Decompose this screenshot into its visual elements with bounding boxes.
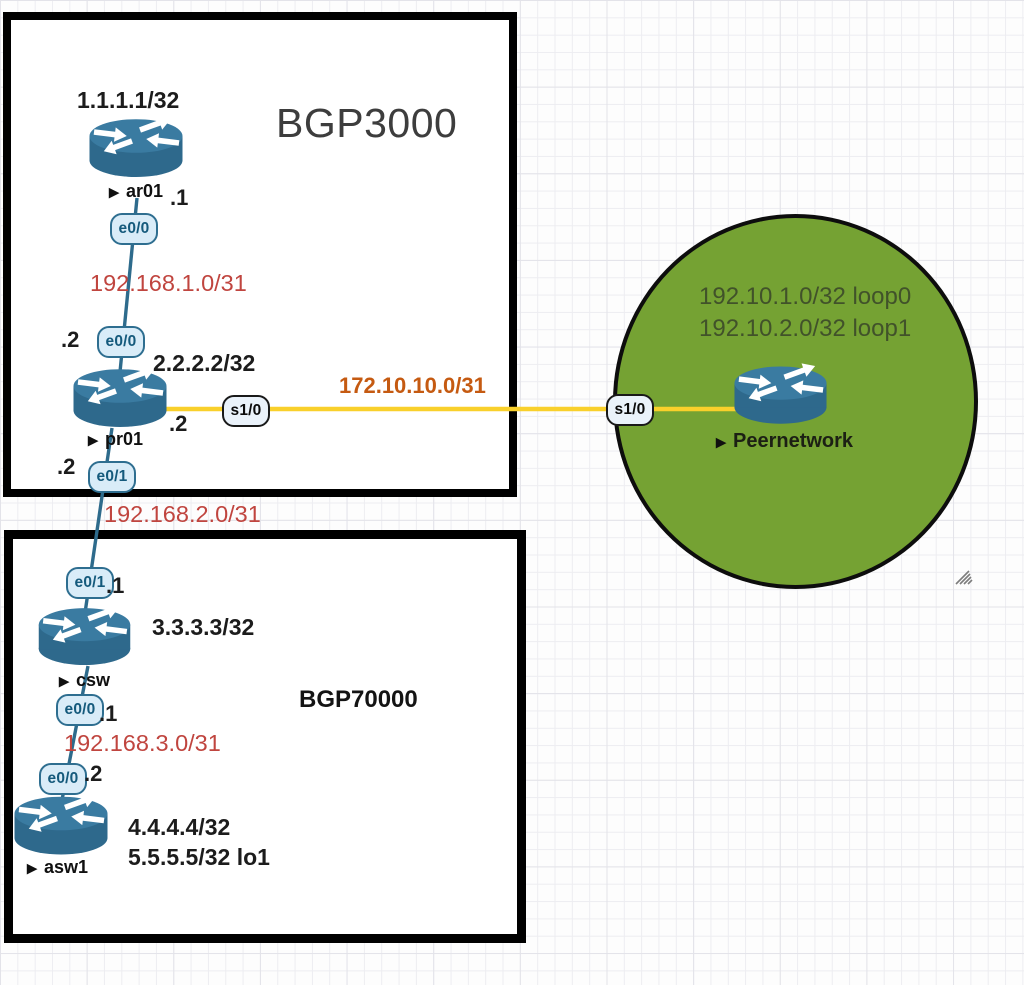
as-title-bgp70000[interactable]: BGP70000 xyxy=(299,686,418,713)
subnet-label-192-168-2[interactable]: 192.168.2.0/31 xyxy=(104,501,261,527)
loopback-label-asw1-lo0[interactable]: 4.4.4.4/32 xyxy=(128,814,231,840)
device-marker-icon: ▶ xyxy=(88,432,98,448)
device-name: asw1 xyxy=(44,857,89,877)
subnet-label-172-10-10[interactable]: 172.10.10.0/31 xyxy=(339,373,486,398)
device-label-csw[interactable]: ▶ csw xyxy=(59,671,110,690)
loopback-label-asw1-lo1[interactable]: 5.5.5.5/32 lo1 xyxy=(128,844,270,870)
peer-loopback1-label[interactable]: 192.10.2.0/32 loop1 xyxy=(699,315,912,342)
interface-badge-ar01-e0-0[interactable]: e0/0 xyxy=(110,213,158,245)
router-asw1-icon[interactable] xyxy=(13,793,109,856)
resize-handle-icon[interactable] xyxy=(953,568,975,588)
device-label-pr01[interactable]: ▶ pr01 xyxy=(88,430,143,449)
interface-badge-pr01-s1-0[interactable]: s1/0 xyxy=(222,395,270,427)
interface-badge-pr01-e0-1[interactable]: e0/1 xyxy=(88,461,136,493)
addr-csw-e0-1[interactable]: .1 xyxy=(106,573,125,598)
subnet-label-192-168-3[interactable]: 192.168.3.0/31 xyxy=(64,730,221,756)
loopback-label-ar01[interactable]: 1.1.1.1/32 xyxy=(77,87,180,113)
addr-pr01-e0-0[interactable]: .2 xyxy=(61,327,80,352)
addr-pr01-s1-0[interactable]: .2 xyxy=(169,411,188,436)
device-name: ar01 xyxy=(126,181,164,201)
as-title-bgp3000[interactable]: BGP3000 xyxy=(276,100,458,146)
loopback-label-pr01[interactable]: 2.2.2.2/32 xyxy=(153,350,256,376)
device-label-ar01[interactable]: ▶ ar01 xyxy=(109,182,163,201)
interface-badge-csw-e0-0[interactable]: e0/0 xyxy=(56,694,104,726)
interface-badge-pr01-e0-0[interactable]: e0/0 xyxy=(97,326,145,358)
router-csw-icon[interactable] xyxy=(37,605,132,666)
device-name: Peernetwork xyxy=(733,430,854,452)
router-ar01-icon[interactable] xyxy=(88,116,184,178)
addr-asw1-e0-0[interactable]: .2 xyxy=(84,761,103,786)
device-label-peernetwork[interactable]: ▶ Peernetwork xyxy=(716,431,853,452)
addr-csw-e0-0[interactable]: .1 xyxy=(99,701,118,726)
interface-badge-peernetwork-s1-0[interactable]: s1/0 xyxy=(606,394,654,426)
peer-loopback0-label[interactable]: 192.10.1.0/32 loop0 xyxy=(699,283,912,310)
interface-badge-asw1-e0-0[interactable]: e0/0 xyxy=(39,763,87,795)
device-marker-icon: ▶ xyxy=(27,860,37,876)
addr-pr01-e0-1[interactable]: .2 xyxy=(57,454,76,479)
device-name: pr01 xyxy=(105,429,144,449)
device-marker-icon: ▶ xyxy=(59,673,69,689)
device-marker-icon: ▶ xyxy=(109,184,119,200)
device-marker-icon: ▶ xyxy=(716,434,726,450)
interface-badge-csw-e0-1[interactable]: e0/1 xyxy=(66,567,114,599)
device-label-asw1[interactable]: ▶ asw1 xyxy=(27,858,88,877)
router-peernetwork-icon[interactable] xyxy=(733,362,828,426)
addr-ar01-e0-0[interactable]: .1 xyxy=(170,185,189,210)
subnet-label-192-168-1[interactable]: 192.168.1.0/31 xyxy=(90,270,247,296)
device-name: csw xyxy=(76,670,111,690)
loopback-label-csw[interactable]: 3.3.3.3/32 xyxy=(152,614,255,640)
